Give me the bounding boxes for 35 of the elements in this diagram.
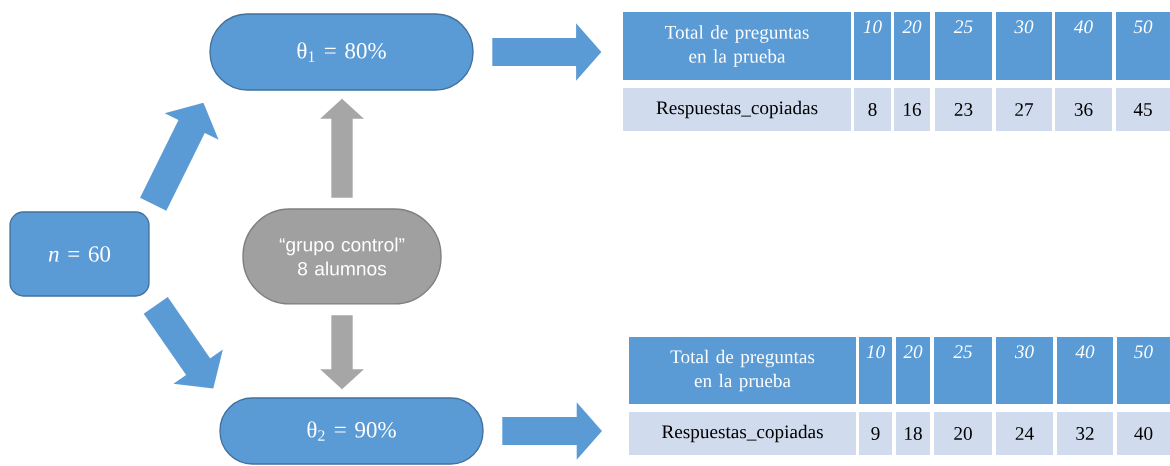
data-cell: Respuestas_copiadas — [629, 412, 856, 455]
data-cell: Respuestas_copiadas — [623, 88, 851, 131]
rounded-box: n = 60 — [9, 211, 150, 297]
data-cell: 20 — [934, 412, 992, 455]
table — [629, 337, 1170, 455]
table — [623, 12, 1170, 131]
data-cell: 9 — [859, 412, 892, 455]
header-cell: 30 — [996, 337, 1053, 404]
header-cell: 25 — [935, 12, 992, 80]
header-cell: 50 — [1117, 337, 1170, 404]
data-cell: 45 — [1116, 88, 1170, 131]
data-cell: 40 — [1117, 412, 1170, 455]
header-cell: 20 — [896, 337, 930, 404]
data-cell: 8 — [854, 88, 891, 131]
header-cell: Total de preguntas en la prueba — [629, 337, 856, 404]
data-cell: 23 — [935, 88, 992, 131]
data-cell: 18 — [896, 412, 930, 455]
header-cell: 50 — [1116, 12, 1170, 80]
header-cell: 10 — [859, 337, 892, 404]
rounded-box: “grupo control” 8 alumnos — [242, 208, 442, 305]
rounded-box: θ$_{1}$ = 80% — [209, 13, 474, 91]
header-cell: 20 — [894, 12, 930, 80]
header-cell: 30 — [996, 12, 1052, 80]
block-arrow — [143, 297, 223, 389]
data-cell: 16 — [894, 88, 930, 131]
rounded-box: θ$_{2}$ = 90% — [219, 397, 484, 465]
data-cell: 32 — [1057, 412, 1113, 455]
header-cell: 40 — [1057, 337, 1113, 404]
header-cell: Total de preguntas en la prueba — [623, 12, 851, 80]
header-cell: 10 — [854, 12, 891, 80]
header-cell: 40 — [1055, 12, 1112, 80]
data-cell: 24 — [996, 412, 1053, 455]
data-cell: 27 — [996, 88, 1052, 131]
header-cell: 25 — [934, 337, 992, 404]
data-cell: 36 — [1055, 88, 1112, 131]
